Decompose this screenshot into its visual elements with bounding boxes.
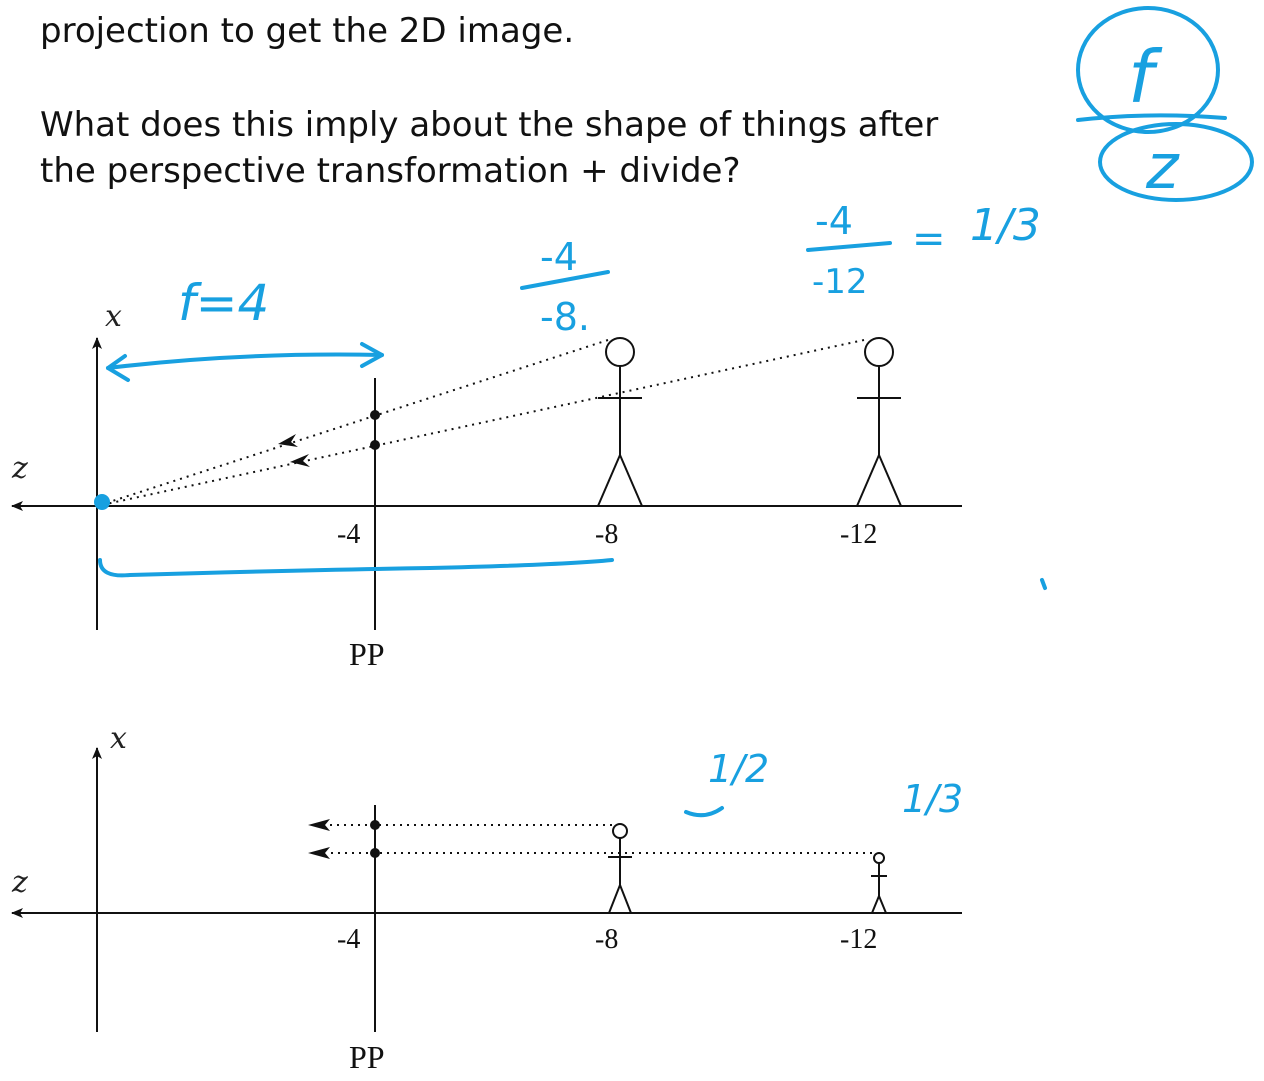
figure-at-minus-8: [597, 337, 643, 507]
ink-fraction-12-den: -12: [812, 262, 868, 302]
ink-distance-underline: [98, 558, 614, 578]
figure-at-minus-12: [856, 337, 902, 507]
parallel-arrowhead-near: [308, 819, 330, 831]
ink-circled-z: z: [1145, 130, 1180, 203]
ink-one-third-b: 1/3: [902, 777, 963, 821]
image-point-near-2: [370, 820, 380, 830]
diagram-bottom: x z PP -4 -8 -12: [11, 721, 962, 1075]
ray-arrowhead-far: [290, 454, 310, 467]
tick-label-minus-4: -4: [337, 519, 360, 550]
ink-circle-f: [1076, 6, 1220, 134]
camera-center-dot: [94, 494, 110, 510]
slide-text-line-2: What does this imply about the shape of …: [40, 105, 939, 145]
tick-label-minus-4-2: -4: [337, 924, 360, 955]
projection-plane-label-2: PP: [349, 1039, 385, 1075]
ink-fraction-8-bar: [520, 270, 610, 290]
ink-fraction-8-num: -4: [540, 235, 578, 279]
z-axis-label-2: z: [11, 865, 28, 900]
tick-label-minus-8-2: -8: [595, 924, 618, 955]
figure-at-minus-8-small: [608, 823, 632, 914]
projection-ray-far: [96, 339, 865, 507]
parallel-arrowhead-far: [308, 847, 330, 859]
ink-circled-f: f: [1128, 35, 1163, 119]
ink-focal-arrow: [106, 352, 384, 370]
ink-focal-length: f=4: [178, 274, 269, 332]
ink-dash-mark: [684, 806, 724, 818]
ink-fraction-8-den: -8.: [540, 295, 590, 339]
x-axis-label-2: x: [110, 721, 127, 756]
ink-fraction-12-bar: [806, 241, 892, 252]
x-axis-label: x: [105, 299, 122, 334]
projection-ray-near: [96, 339, 609, 507]
ink-focal-arrowhead-left: [106, 354, 130, 382]
slide-text-line-1: projection to get the 2D image.: [40, 11, 575, 51]
figure-at-minus-12-smaller: [871, 852, 887, 914]
ink-stray-mark: [1040, 578, 1047, 590]
ray-arrowhead-near: [278, 434, 298, 447]
diagram-top: x z PP -4 -8 -12: [11, 299, 962, 672]
ink-one-half: 1/2: [708, 747, 769, 791]
z-axis-label: z: [11, 451, 28, 486]
ink-focal-arrowhead-right: [360, 342, 384, 368]
ink-equals: =: [912, 216, 946, 262]
tick-label-minus-12-2: -12: [840, 924, 877, 955]
ink-one-third: 1/3: [970, 200, 1041, 251]
image-point-near: [370, 410, 380, 420]
slide-text-line-3: the perspective transformation + divide?: [40, 151, 741, 191]
tick-label-minus-8: -8: [595, 519, 618, 550]
projection-plane-label: PP: [349, 636, 385, 672]
handwritten-annotations: f=4 -4 -8. -4 -12 = 1/3 1/2 1/3 f z: [98, 6, 1254, 821]
ink-fraction-12-num: -4: [815, 199, 853, 243]
image-point-far: [370, 440, 380, 450]
ink-fraction-bar-fz: [1076, 113, 1227, 122]
tick-label-minus-12: -12: [840, 519, 877, 550]
image-point-far-2: [370, 848, 380, 858]
ink-circle-z: [1098, 122, 1254, 202]
